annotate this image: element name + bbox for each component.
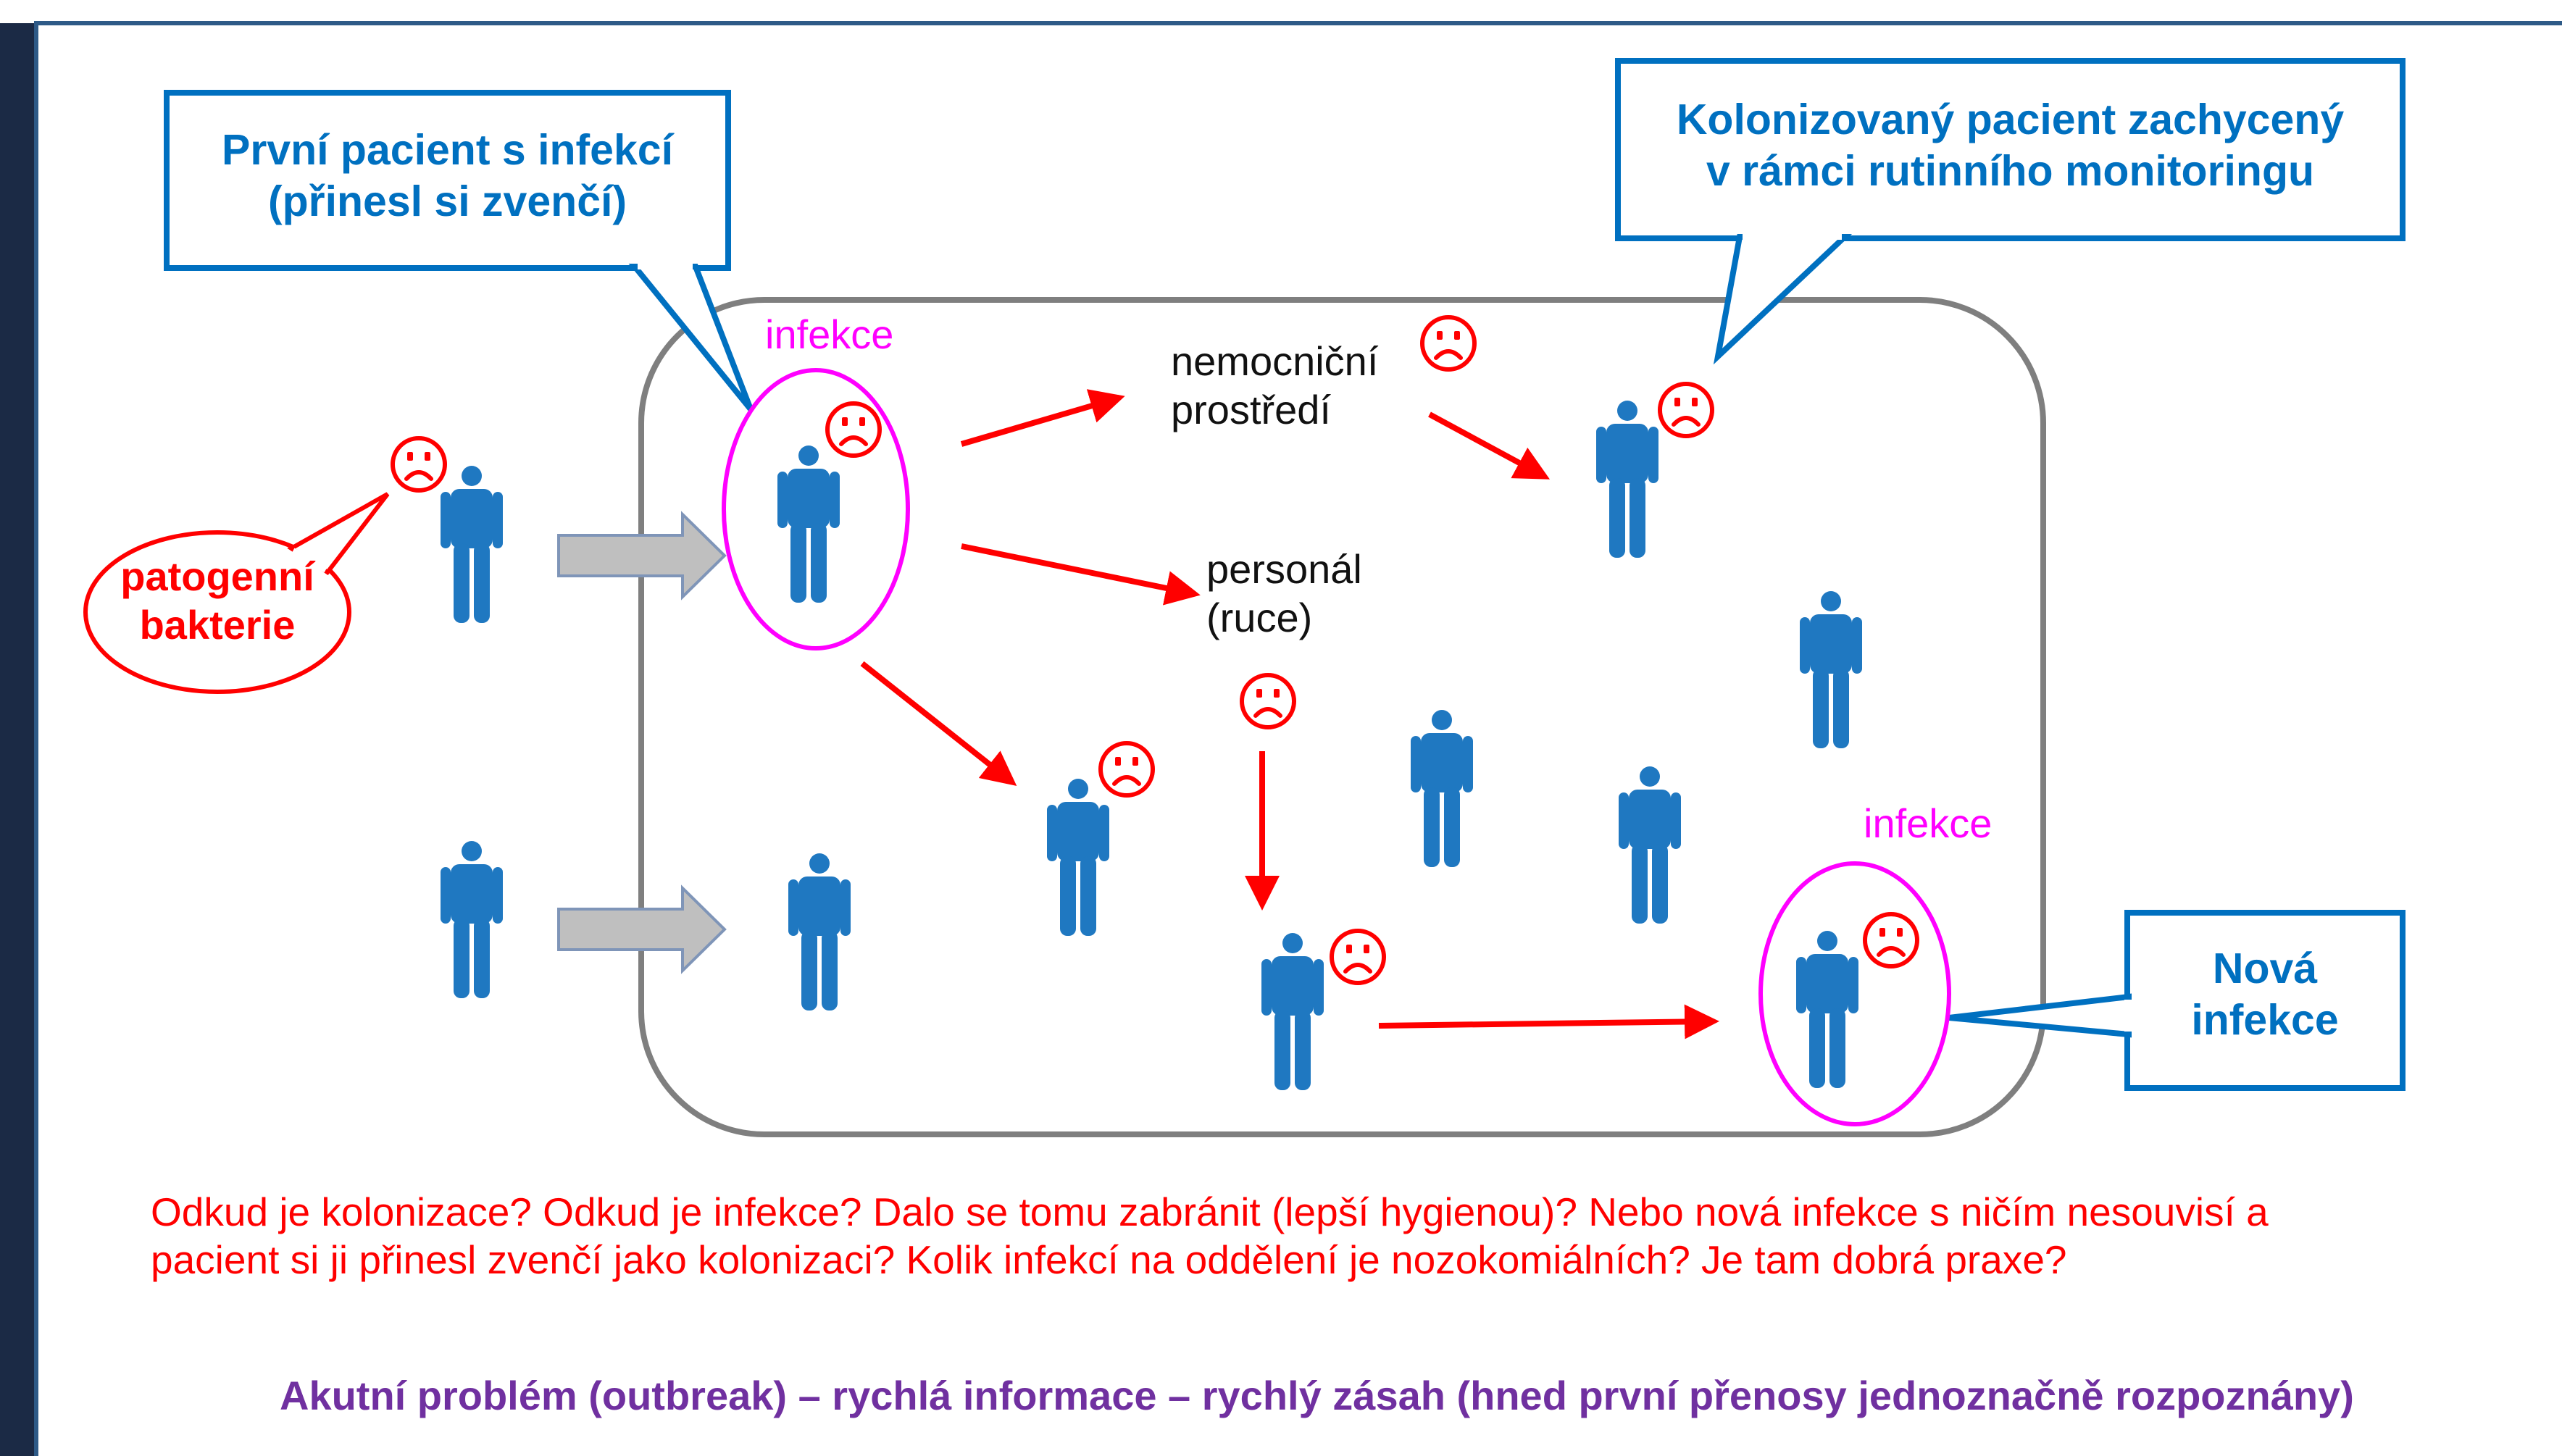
callout-colonized-line2: v rámci rutinního monitoringu [1706, 146, 2315, 195]
callout-colonized-line1: Kolonizovaný pacient zachycený [1676, 96, 2345, 143]
arrow-environment-to-colonized [1428, 411, 1551, 480]
callout-first-patient-shape [164, 90, 754, 411]
block-arrow-icon [557, 884, 727, 974]
question-text: Odkud je kolonizace? Odkud je infekce? D… [151, 1188, 2269, 1284]
question-line1: Odkud je kolonizace? Odkud je infekce? D… [151, 1189, 2269, 1234]
transmission-arrows [860, 389, 1719, 1039]
environment-label-line2: prostředí [1171, 387, 1331, 433]
callout-new-infection: Nová infekce [2127, 943, 2403, 1046]
arrow-patient-to-staff [961, 543, 1201, 606]
staff-label-line2: (ruce) [1206, 595, 1313, 641]
callout-first-patient-line2: (přinesl si zvenčí) [267, 177, 627, 225]
staff-label-line1: personál [1206, 546, 1362, 592]
environment-label-line1: nemocniční [1171, 338, 1379, 384]
callout-first-patient: První pacient s infekcí (přinesl si zven… [167, 125, 728, 227]
question-line2: pacient si ji přinesl zvenčí jako koloni… [151, 1237, 2067, 1282]
callout-colonized-shape [1615, 58, 2405, 365]
arrow-patient-to-neighbor [860, 661, 1017, 786]
callout-pathogen-shape [83, 492, 390, 694]
slide-frame-left [0, 0, 36, 1456]
callout-pathogen: patogenní bakterie [85, 552, 349, 649]
infection-label-new: infekce [1864, 800, 1993, 846]
summary-text: Akutní problém (outbreak) – rychlá infor… [280, 1373, 2354, 1418]
callout-colonized: Kolonizovaný pacient zachycený v rámci r… [1618, 94, 2403, 197]
callout-pathogen-line1: patogenní [120, 553, 314, 599]
block-arrow-icon [557, 511, 727, 601]
environment-label: nemocniční prostředí [1171, 337, 1378, 434]
infection-ring-first [722, 368, 910, 650]
arrow-patient-to-environment [960, 389, 1125, 447]
infection-ring-new [1758, 861, 1951, 1126]
slide-frame-top [0, 0, 2562, 23]
callout-new-infection-line2: infekce [2191, 995, 2339, 1044]
callout-new-infection-line1: Nová [2212, 945, 2318, 992]
arrow-patient-to-new-infection [1378, 1004, 1719, 1039]
callout-new-infection-shape [1948, 910, 2405, 1091]
callout-first-patient-line1: První pacient s infekcí [221, 126, 673, 174]
hospital-ward [638, 297, 2046, 1137]
callout-pathogen-line2: bakterie [139, 602, 296, 648]
slide-panel-border [34, 21, 2562, 1456]
infection-label-first: infekce [765, 311, 894, 357]
staff-label: personál (ruce) [1206, 545, 1362, 642]
